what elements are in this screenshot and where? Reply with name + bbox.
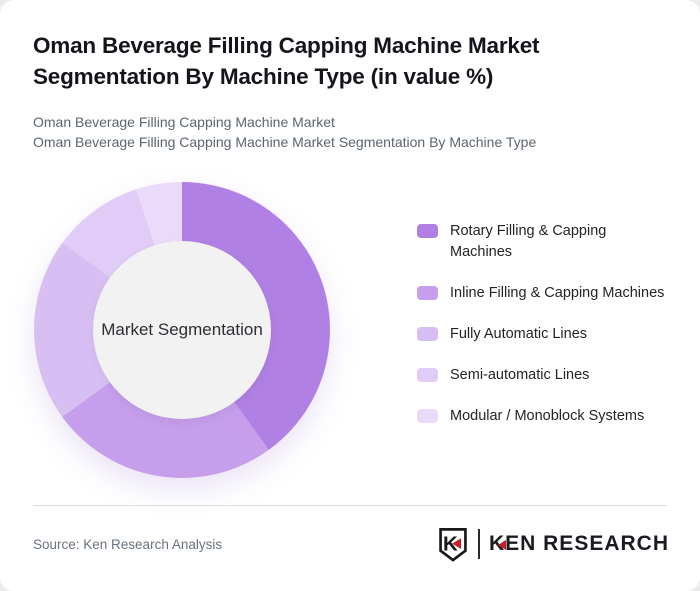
logo-divider-bar bbox=[477, 529, 480, 559]
legend-item-inline: Inline Filling & Capping Machines bbox=[417, 283, 669, 304]
donut-center-label: Market Segmentation bbox=[101, 320, 263, 339]
legend-label: Modular / Monoblock Systems bbox=[450, 408, 645, 424]
subtitle-line-2: Oman Beverage Filling Capping Machine Ma… bbox=[33, 133, 537, 150]
legend-item-rotary: Rotary Filling & Capping Machines bbox=[417, 221, 669, 263]
chart-legend: Rotary Filling & Capping Machines Inline… bbox=[417, 221, 669, 427]
red-triangle-icon bbox=[497, 540, 506, 550]
legend-label: Rotary Filling & Capping Machines bbox=[450, 223, 607, 260]
wordmark-wrap: KEN RESEARCH bbox=[489, 532, 669, 556]
legend-swatch-modular-monoblock bbox=[417, 409, 438, 423]
page-title: Oman Beverage Filling Capping Machine Ma… bbox=[33, 33, 540, 89]
legend-swatch-fully-automatic bbox=[417, 327, 438, 341]
legend-label: Fully Automatic Lines bbox=[450, 326, 588, 342]
legend-item-modular-monoblock: Modular / Monoblock Systems bbox=[417, 406, 669, 427]
legend-swatch-inline bbox=[417, 286, 438, 300]
legend-label: Semi-automatic Lines bbox=[450, 367, 590, 383]
legend-swatch-semi-automatic bbox=[417, 368, 438, 382]
legend-item-semi-automatic: Semi-automatic Lines bbox=[417, 365, 669, 386]
shield-k-icon: K bbox=[439, 527, 467, 562]
subtitle-block: Oman Beverage Filling Capping Machine Ma… bbox=[33, 113, 653, 152]
ken-research-logo: K KEN RESEARCH bbox=[437, 523, 669, 565]
donut-hole: Market Segmentation bbox=[93, 241, 271, 419]
donut-chart: Market Segmentation bbox=[34, 182, 330, 478]
brand-wordmark: KEN RESEARCH bbox=[488, 532, 669, 555]
subtitle-line-1: Oman Beverage Filling Capping Machine Ma… bbox=[33, 114, 335, 130]
legend-label: Inline Filling & Capping Machines bbox=[450, 285, 665, 301]
legend-item-fully-automatic: Fully Automatic Lines bbox=[417, 324, 669, 345]
svg-text:K: K bbox=[443, 532, 458, 555]
legend-swatch-rotary bbox=[417, 224, 438, 238]
source-note: Source: Ken Research Analysis bbox=[33, 537, 223, 552]
footer-divider bbox=[33, 505, 667, 506]
